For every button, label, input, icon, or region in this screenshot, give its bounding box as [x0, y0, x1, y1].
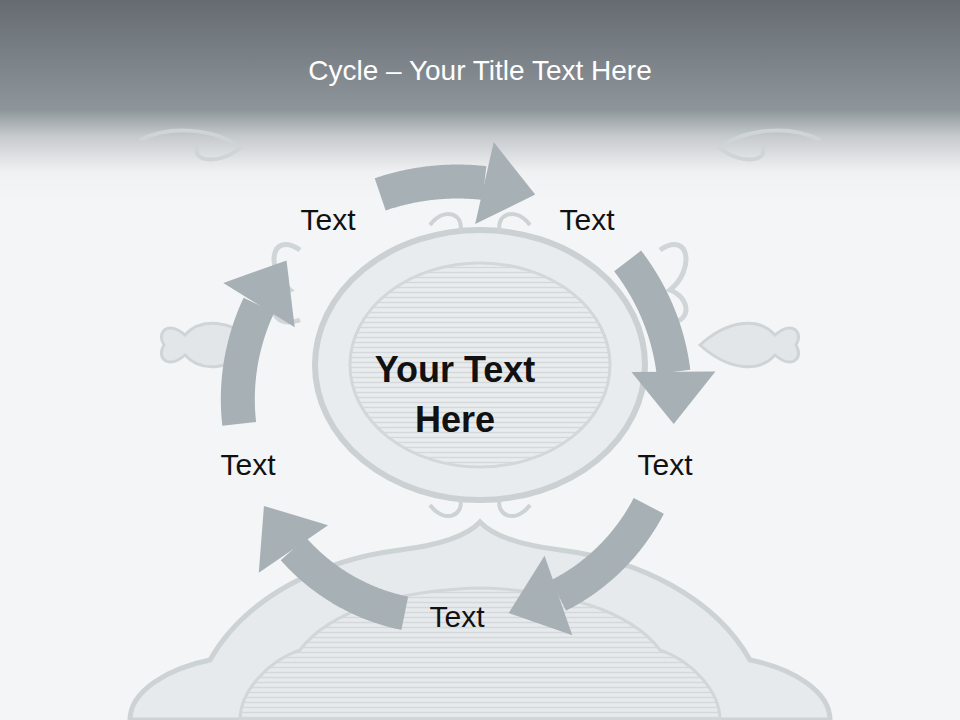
step-text: Text — [638, 446, 693, 484]
center-cartouche — [161, 214, 798, 516]
header-band — [0, 0, 960, 200]
step-text: Text — [221, 446, 276, 484]
scroll — [140, 131, 240, 160]
step-text: Text — [560, 201, 615, 239]
arrow-body — [628, 261, 674, 372]
arrow-head — [631, 372, 715, 424]
step-text: Text — [430, 598, 485, 636]
cycle-step: Text — [297, 199, 360, 241]
scroll — [720, 131, 820, 160]
cycle-arrow — [380, 142, 535, 224]
cartouche-frame — [130, 522, 830, 720]
arrow-body — [293, 549, 404, 613]
arrow-body — [380, 182, 484, 195]
bottom-cartouche — [130, 522, 830, 720]
arrow-head — [223, 261, 294, 328]
arrow-head — [475, 142, 535, 224]
step-text: Text — [301, 201, 356, 239]
cycle-arrow — [223, 261, 294, 424]
arrow-body — [238, 305, 259, 424]
cycle-arrow — [509, 506, 649, 635]
cartouche-lines — [350, 263, 610, 467]
cycle-step: Text — [217, 444, 280, 486]
cycle-step: Text — [426, 596, 489, 638]
cycle-arrow — [628, 261, 716, 424]
arrow-body — [558, 506, 648, 596]
cycle-arrow — [259, 506, 405, 613]
center-text: Your Text Here — [350, 345, 560, 446]
arrow-head — [259, 506, 328, 573]
cartouche-oval — [315, 230, 645, 500]
cycle-step: Text — [556, 199, 619, 241]
cycle-step: Text — [634, 444, 697, 486]
top-scrolls — [140, 131, 820, 160]
slide-title: Cycle – Your Title Text Here — [0, 55, 960, 87]
side-flourish — [700, 323, 799, 366]
cartouche-lines — [240, 588, 720, 720]
arrow-head — [509, 556, 573, 635]
